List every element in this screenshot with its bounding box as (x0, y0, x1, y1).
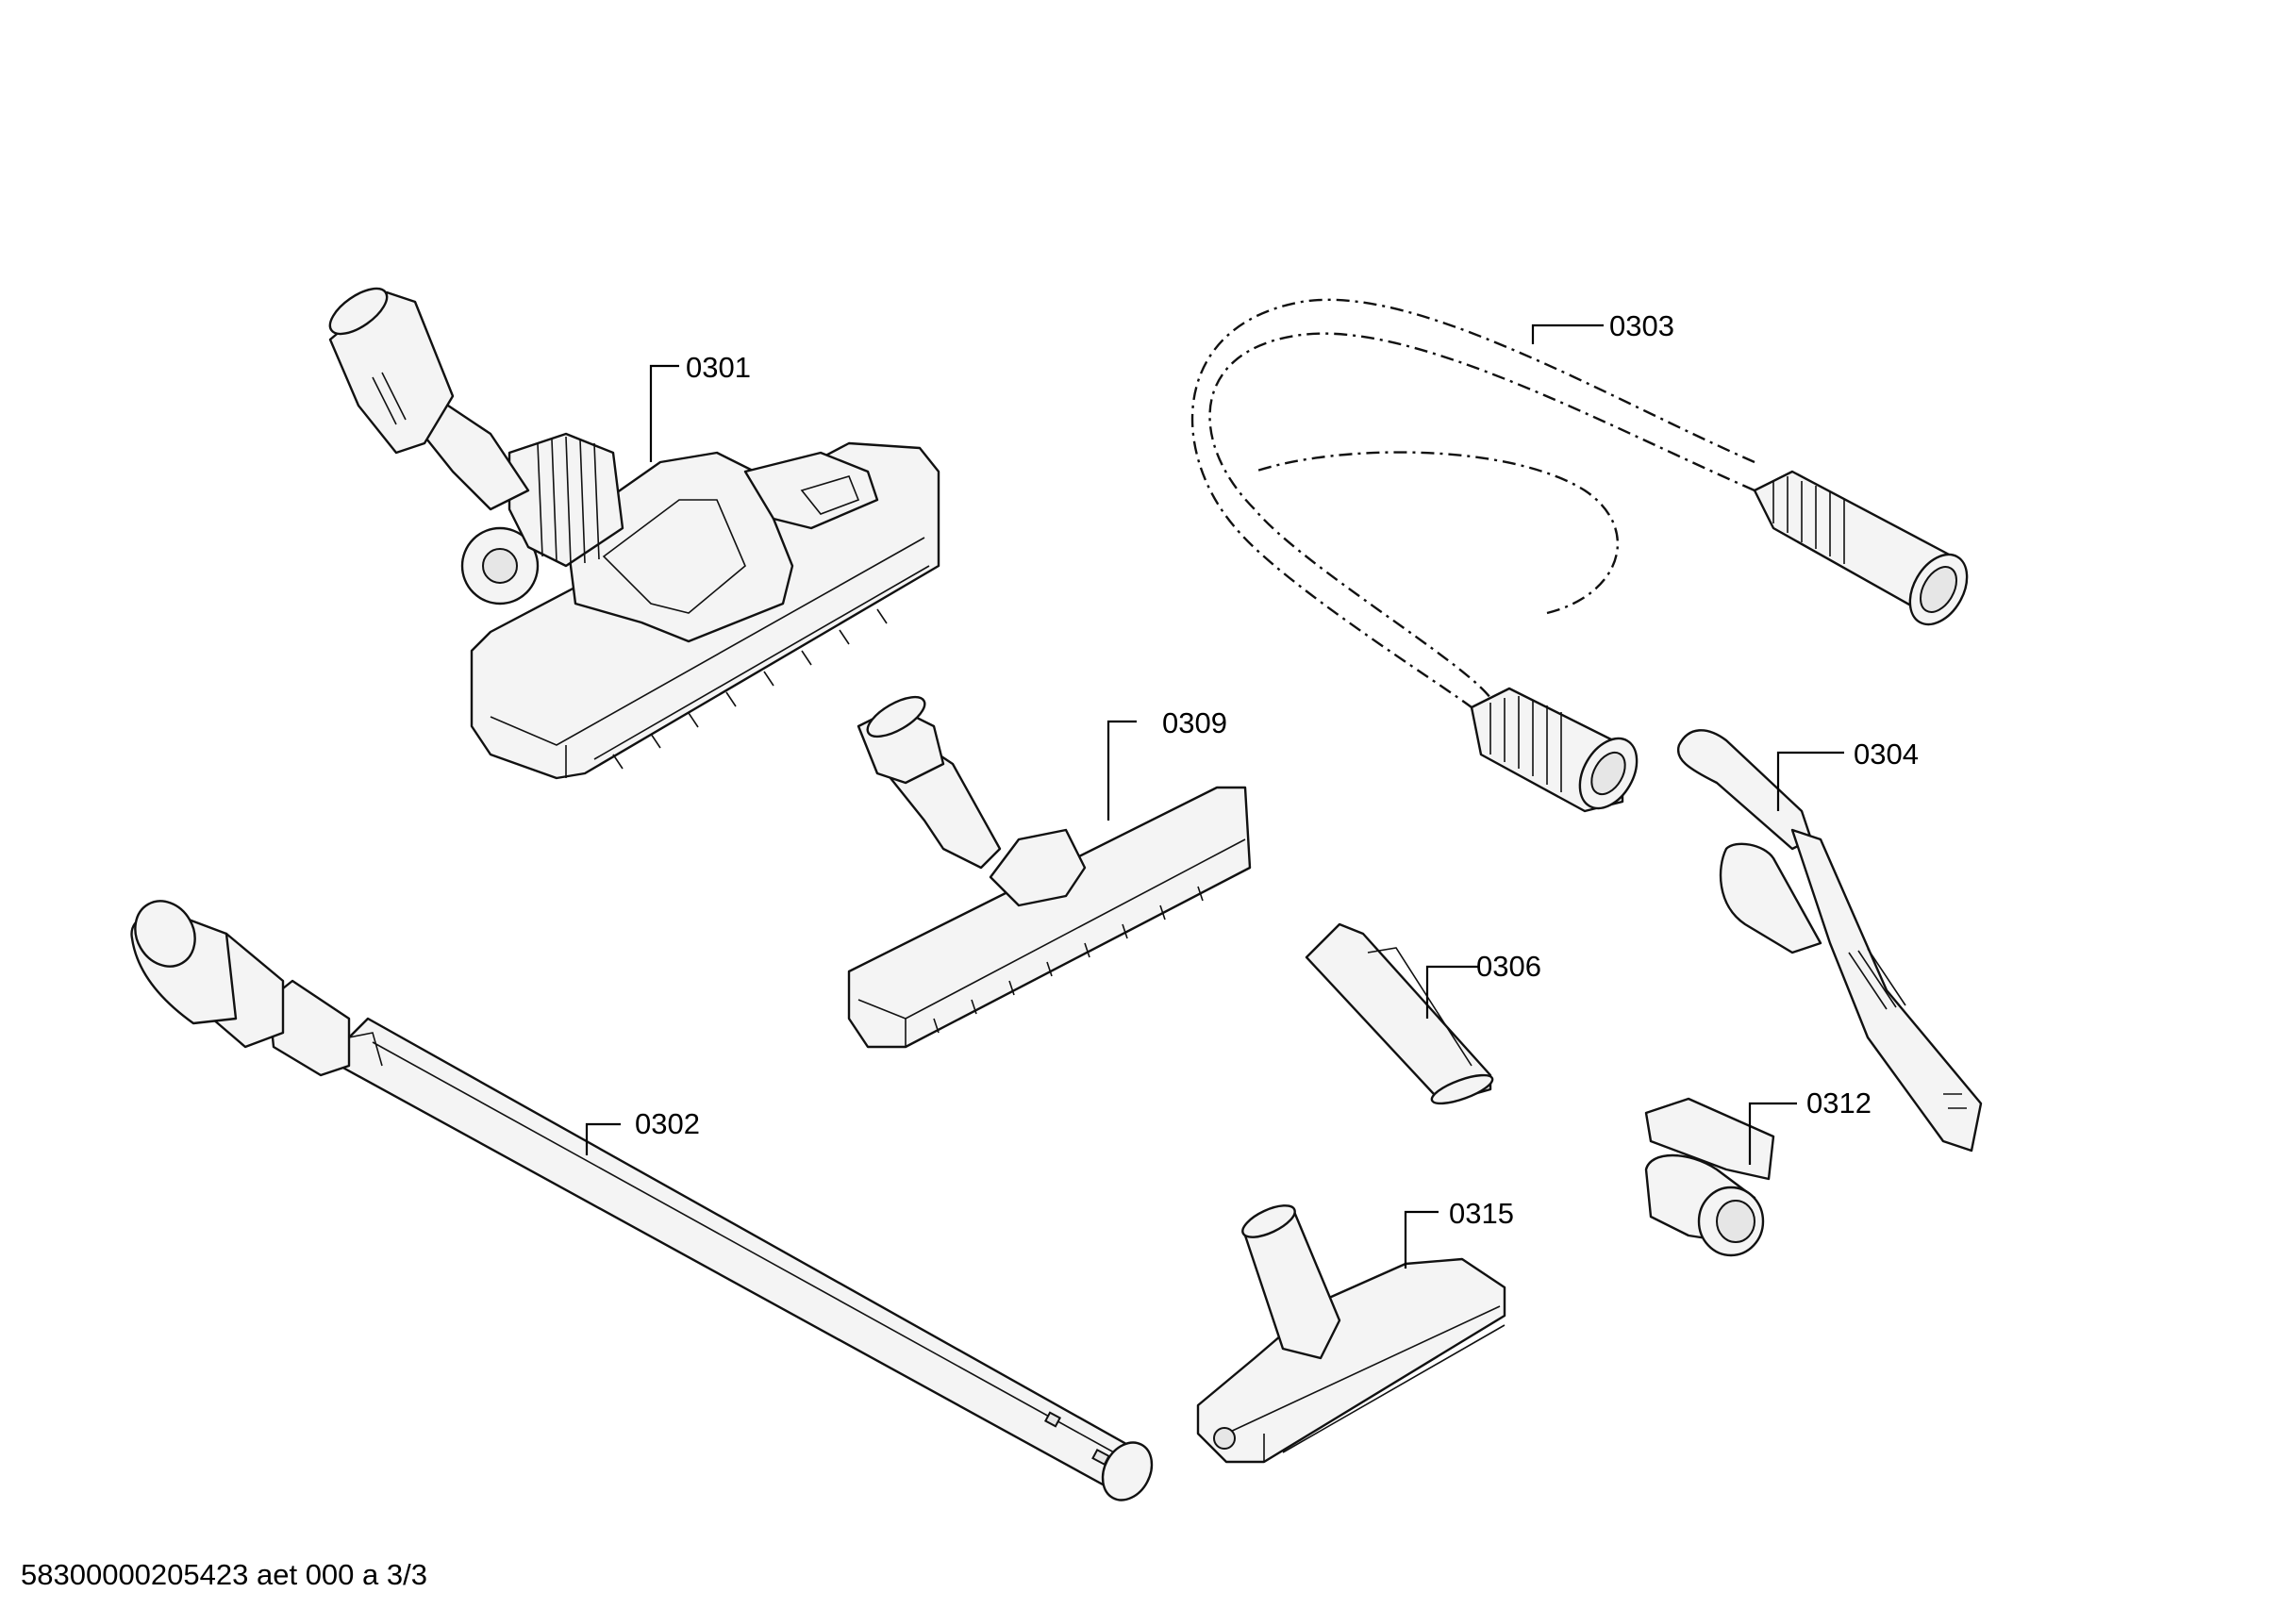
document-footer-id: 58300000205423 aet 000 a 3/3 (21, 1558, 427, 1591)
part-label-0315: 0315 (1449, 1197, 1514, 1230)
floor-nozzle-drawing (328, 287, 940, 780)
handle-drawing (1676, 729, 1983, 1153)
upholstery-nozzle-drawing (1196, 1204, 1506, 1464)
clip-drawing (1644, 1097, 1797, 1257)
parquet-nozzle-drawing (847, 695, 1252, 1049)
part-label-0301: 0301 (686, 351, 751, 384)
part-label-0312: 0312 (1806, 1086, 1872, 1120)
telescopic-tube-drawing (130, 900, 1154, 1501)
part-label-0306: 0306 (1476, 950, 1541, 983)
part-label-0309: 0309 (1162, 706, 1227, 739)
suction-hose-drawing (1190, 298, 1969, 813)
part-label-0302: 0302 (635, 1107, 700, 1140)
part-label-0303: 0303 (1609, 309, 1674, 342)
part-label-0304: 0304 (1854, 738, 1919, 771)
crevice-tool-drawing (1305, 922, 1494, 1105)
